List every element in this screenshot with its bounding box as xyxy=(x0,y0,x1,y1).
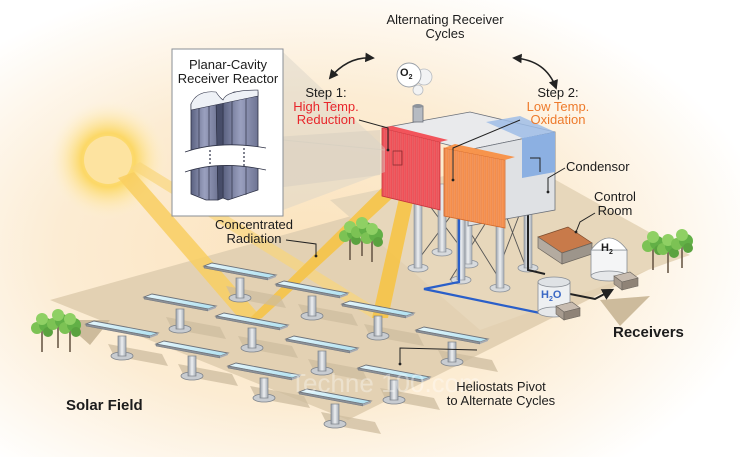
condensor-panel xyxy=(522,132,555,178)
watermark: Techne 100.com xyxy=(290,368,481,398)
inset-title: Planar-Cavity Receiver Reactor xyxy=(174,58,282,85)
control-room xyxy=(537,226,593,265)
heliostats-note-line2: to Alternate Cycles xyxy=(446,392,556,408)
receiver-reactor-building xyxy=(381,104,556,229)
control-room-line1: Control xyxy=(594,189,636,204)
step2-chamber-top xyxy=(444,144,515,160)
step2-desc-line1: Low Temp. xyxy=(526,98,590,114)
o2-bubbles xyxy=(396,62,433,96)
leader-dots xyxy=(314,148,578,366)
leader-lines xyxy=(285,119,596,364)
control-room-line2: Room xyxy=(597,202,633,218)
step1-chamber-top xyxy=(382,126,448,142)
concentrated-radiation-line2: Radiation xyxy=(226,230,282,246)
heliostat-field xyxy=(85,262,498,434)
condensor-top xyxy=(486,116,555,138)
cavity-aperture xyxy=(392,150,403,166)
receivers-label: Receivers xyxy=(613,324,684,341)
planar-cavity-illustration xyxy=(184,89,267,201)
o2-bubble xyxy=(396,62,422,88)
hydrogen-tank xyxy=(590,237,639,291)
step2-low-temp-chamber xyxy=(443,147,506,229)
cycles-label-line2: Cycles xyxy=(425,25,465,41)
condensor-label: Condensor xyxy=(566,159,630,174)
step2-heading: Step 2: xyxy=(537,85,579,100)
step1-desc-line2: Reduction xyxy=(296,112,356,128)
step1-desc-line1: High Temp. xyxy=(293,98,359,114)
cycles-label-line1: Alternating Receiver xyxy=(386,12,504,27)
inset-title-line1: Planar-Cavity xyxy=(188,57,268,72)
cycle-arrow-left xyxy=(328,52,375,80)
beam-reflected-2 xyxy=(372,176,418,318)
exhaust-stack xyxy=(412,105,424,123)
h2-symbol: H xyxy=(601,242,609,254)
concentrated-radiation-line1: Concentrated xyxy=(214,217,294,232)
water-tank xyxy=(537,276,581,321)
inset-zoom-wedge xyxy=(283,52,385,210)
control-room-label: Control Room xyxy=(580,190,650,217)
exhaust-pipe xyxy=(527,200,546,275)
planar-cavity-inset xyxy=(171,48,386,217)
h2o-symbol-h: H xyxy=(541,289,549,301)
h2o-symbol-o: O xyxy=(552,289,562,301)
solar-field-label: Solar Field xyxy=(66,397,143,414)
sun-icon xyxy=(84,136,132,184)
inset-title-line2: Receiver Reactor xyxy=(177,70,279,86)
step2-desc-line2: Oxidation xyxy=(530,112,586,128)
heliostats-note-line1: Heliostats Pivot xyxy=(456,379,546,394)
cycle-arrow-right xyxy=(512,53,558,90)
o2-formula: O2 xyxy=(400,67,413,82)
heliostats-note: Heliostats Pivot to Alternate Cycles xyxy=(436,380,566,407)
h2o-formula: H2O xyxy=(541,289,562,304)
receivers-pointer xyxy=(600,296,650,326)
o2-symbol: O xyxy=(400,67,409,79)
concentrated-radiation-label: Concentrated Radiation xyxy=(204,218,304,245)
step1-high-temp-chamber xyxy=(381,127,441,211)
cycles-label: Alternating Receiver Cycles xyxy=(375,13,515,40)
step1-heading: Step 1: xyxy=(305,85,347,100)
h2-subscript: 2 xyxy=(608,249,613,257)
step1-label: Step 1: High Temp. Reduction xyxy=(286,86,366,127)
hydrogen-flow-arrow xyxy=(559,288,615,301)
h2-formula: H2 xyxy=(601,242,613,257)
h2o-subscript: 2 xyxy=(548,296,553,304)
o2-subscript: 2 xyxy=(408,74,413,82)
step2-label: Step 2: Low Temp. Oxidation xyxy=(518,86,598,127)
